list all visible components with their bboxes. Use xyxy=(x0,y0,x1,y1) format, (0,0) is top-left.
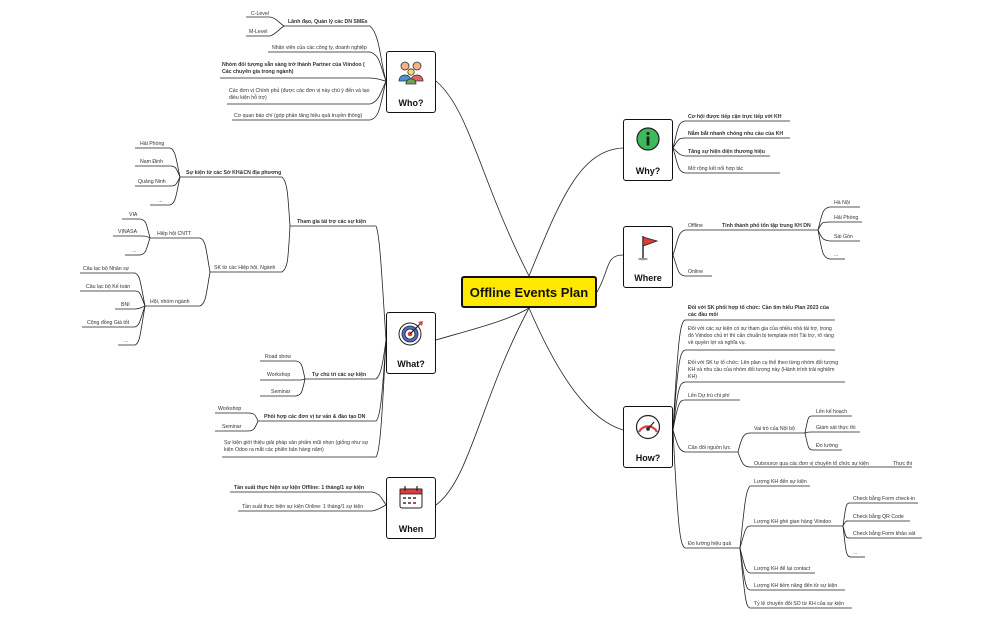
flag-icon xyxy=(638,236,659,261)
why-item-4[interactable]: Mở rộng kết nối hợp tác xyxy=(688,166,744,172)
how-outsource[interactable]: Outsource qua các đơn vị chuyên tổ chức … xyxy=(754,461,869,467)
branch-how xyxy=(528,307,624,431)
what-group-4[interactable]: Cộng đồng Giá tốt xyxy=(87,320,130,326)
how-outsource-item[interactable]: Thực thi xyxy=(893,461,913,467)
how-internal-3[interactable]: Đo lường xyxy=(816,443,838,449)
how-internal-2[interactable]: Giám sát thực thi xyxy=(816,425,856,431)
who-gov[interactable]: Các đơn vị Chính phủ (được các đơn vị nà… xyxy=(229,88,370,101)
what-group-1[interactable]: Câu lạc bộ Nhân sự xyxy=(83,266,130,272)
how-measure[interactable]: Đo lường hiệu quả xyxy=(688,541,732,547)
what-groups[interactable]: Hội, nhóm ngành xyxy=(150,299,190,305)
where-city-1[interactable]: Hà Nội xyxy=(834,200,850,206)
branch-when xyxy=(435,307,530,506)
who-staff[interactable]: Nhân viên của các công ty, doanh nghiệp xyxy=(272,45,367,51)
what-coop[interactable]: Phối hợp các đơn vị tư vấn & đào tạo DN xyxy=(264,414,366,420)
calendar-icon xyxy=(399,486,423,509)
what-it-assoc-1[interactable]: VIA xyxy=(129,212,138,218)
why-item-3[interactable]: Tăng sự hiện diện thương hiệu xyxy=(688,149,765,155)
topic-how-label: How? xyxy=(635,453,661,463)
what-it-assoc-3[interactable]: ... xyxy=(132,248,137,254)
what-self-organize[interactable]: Tự chủ trì các sự kiện xyxy=(312,372,367,378)
what-self-3[interactable]: Seminar xyxy=(271,389,291,395)
how-booth-1[interactable]: Check bằng Form check-in xyxy=(853,496,915,502)
what-self-2[interactable]: Workshop xyxy=(267,372,291,378)
topic-what[interactable]: What? xyxy=(386,312,436,374)
who-partners[interactable]: Nhóm đối tượng sẵn sàng trở thành Partne… xyxy=(222,62,365,75)
topic-where-label: Where xyxy=(634,273,662,283)
what-group-5[interactable]: ... xyxy=(124,338,129,344)
where-cities-label[interactable]: Tỉnh thành phố tổn tập trung KH DN xyxy=(722,223,811,229)
how-self-run[interactable]: Đối với SK tự tổ chức: Lên plan cụ thể t… xyxy=(688,360,839,380)
why-item-2[interactable]: Nắm bắt nhanh chóng nhu cầu của KH xyxy=(688,131,784,137)
what-province-2[interactable]: Nam Định xyxy=(140,159,164,165)
where-city-4[interactable]: ... xyxy=(834,252,839,258)
how-m-attend[interactable]: Lượng KH đến sự kiện xyxy=(754,479,807,485)
what-group-2[interactable]: Câu lạc bộ Kế toán xyxy=(86,284,131,290)
branch-where xyxy=(596,254,624,293)
what-it-assoc-2[interactable]: VINASA xyxy=(118,229,138,235)
how-internal-role[interactable]: Vai trò của Nội bộ xyxy=(754,426,795,432)
when-online-freq[interactable]: Tần suất thực hiện sự kiện Online: 1 thá… xyxy=(242,504,364,510)
central-topic[interactable]: Offline Events Plan xyxy=(461,276,597,308)
topic-when-label: When xyxy=(398,524,424,534)
why-item-1[interactable]: Cơ hội được tiếp cận trực tiếp với KH xyxy=(688,114,782,120)
who-c-level[interactable]: C-Level xyxy=(251,11,269,17)
branch-what xyxy=(435,307,530,341)
how-m-contact[interactable]: Lượng KH để lại contact xyxy=(754,566,811,572)
topic-when[interactable]: When xyxy=(386,477,436,539)
gauge-icon xyxy=(635,414,661,440)
what-self-1[interactable]: Road show xyxy=(265,354,291,360)
how-booth-4[interactable]: ... xyxy=(853,550,858,556)
where-city-2[interactable]: Hải Phòng xyxy=(834,215,859,221)
how-internal-1[interactable]: Lên kế hoạch xyxy=(816,409,848,415)
how-booth-2[interactable]: Check bằng QR Code xyxy=(853,514,904,520)
people-icon xyxy=(398,61,424,85)
what-dept-events[interactable]: Sự kiện từ các Sở KH&CN địa phương xyxy=(186,170,282,176)
what-province-4[interactable]: ... xyxy=(158,198,163,204)
what-coop-2[interactable]: Seminar xyxy=(222,424,242,430)
when-offline-freq[interactable]: Tần suất thực hiện sự kiện Offline: 1 th… xyxy=(234,485,365,491)
what-launch[interactable]: Sự kiện giới thiệu giải pháp sản phẩm mũ… xyxy=(224,440,369,453)
topic-why[interactable]: Why? xyxy=(623,119,673,181)
what-assoc-events[interactable]: SK từ các Hiệp hội, Ngành xyxy=(214,265,276,271)
where-online[interactable]: Online xyxy=(688,269,703,275)
what-group-3[interactable]: BNI xyxy=(121,302,130,308)
topic-how[interactable]: How? xyxy=(623,406,673,468)
how-resources[interactable]: Cân đối nguồn lực xyxy=(688,445,731,451)
what-province-1[interactable]: Hải Phòng xyxy=(140,141,165,147)
topic-who[interactable]: Who? xyxy=(386,51,436,113)
topic-why-label: Why? xyxy=(635,166,661,176)
how-sponsored-detail[interactable]: Đối với các sự kiện có sự tham gia của n… xyxy=(688,326,834,346)
what-province-3[interactable]: Quảng Ninh xyxy=(138,179,166,185)
what-it-assoc[interactable]: Hiệp hội CNTT xyxy=(157,231,192,237)
what-coop-1[interactable]: Workshop xyxy=(218,406,242,412)
branch-why xyxy=(528,147,624,277)
what-sponsor[interactable]: Tham gia tài trợ các sự kiện xyxy=(297,219,367,225)
how-m-so[interactable]: Tỷ lệ chuyển đổi SO từ KH của sự kiện xyxy=(754,601,844,607)
branch-who xyxy=(435,80,530,277)
who-press[interactable]: Cơ quan báo chí (góp phần tăng hiệu quả … xyxy=(234,113,363,119)
how-m-potential[interactable]: Lượng KH tiềm năng đến từ sự kiện xyxy=(754,583,838,589)
how-booth-3[interactable]: Check bằng Form khảo sát xyxy=(853,531,916,537)
topic-who-label: Who? xyxy=(398,98,424,108)
how-budget[interactable]: Lên Dự trù chi phí xyxy=(688,393,730,399)
where-offline[interactable]: Offline xyxy=(688,223,703,229)
how-m-booth[interactable]: Lượng KH ghé gian hàng Viindoo xyxy=(754,519,832,525)
topic-where[interactable]: Where xyxy=(623,226,673,288)
where-city-3[interactable]: Sài Gòn xyxy=(834,234,853,240)
target-icon xyxy=(398,321,423,346)
who-leaders[interactable]: Lãnh đạo, Quản lý các DN SMEs xyxy=(288,19,368,25)
how-sponsored[interactable]: Đối với SK phối hợp tổ chức: Cần tìm hiể… xyxy=(688,305,829,318)
info-icon xyxy=(636,127,660,151)
who-m-level[interactable]: M-Level xyxy=(249,29,268,35)
topic-what-label: What? xyxy=(397,359,425,369)
